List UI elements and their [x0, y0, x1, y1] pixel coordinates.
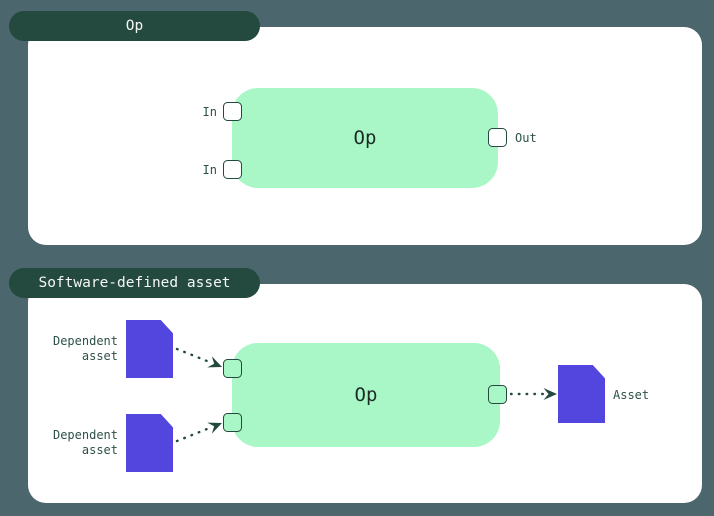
sda-input-port-2: [223, 413, 242, 432]
op-node-label: Op: [353, 127, 377, 149]
dependent-asset-label-2: Dependent asset: [52, 428, 118, 457]
op-input-port-2: [223, 160, 242, 179]
op-output-label: Out: [515, 131, 537, 145]
asset-label: Asset: [613, 388, 650, 402]
tab-op: Op: [9, 11, 260, 41]
sda-op-node: Op: [232, 343, 500, 447]
dependent-asset-doc-icon-2: [126, 414, 173, 472]
sda-input-port-1: [223, 359, 242, 378]
sda-output-port: [488, 385, 507, 404]
op-input-label-2: In: [202, 163, 217, 177]
dependent-asset-doc-icon-1: [126, 320, 173, 378]
sda-panel: Dependent asset Dependent asset Op Asset: [28, 284, 702, 503]
tab-sda-label: Software-defined asset: [38, 275, 231, 291]
tab-software-defined-asset: Software-defined asset: [9, 268, 260, 298]
op-input-port-1: [223, 102, 242, 121]
dependent-asset-label-1: Dependent asset: [52, 334, 118, 363]
asset-doc-icon: [558, 365, 605, 423]
op-panel: Op In In Out: [28, 27, 702, 245]
tab-op-label: Op: [125, 18, 144, 34]
op-input-label-1: In: [202, 105, 217, 119]
sda-op-node-label: Op: [354, 384, 378, 406]
op-node: Op: [232, 88, 498, 188]
op-output-port: [488, 128, 507, 147]
